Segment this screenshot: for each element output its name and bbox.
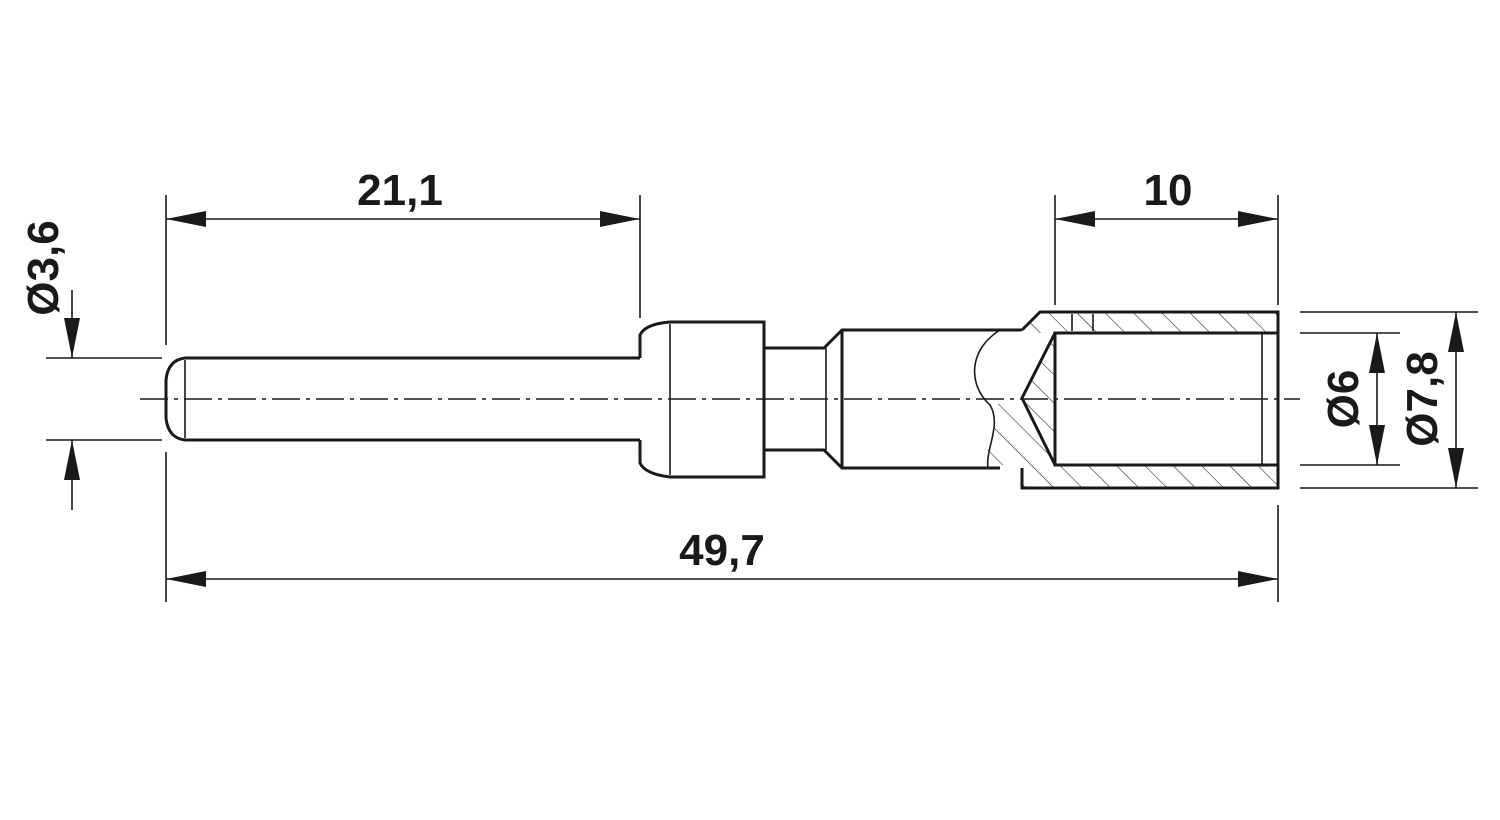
neck	[764, 328, 1022, 470]
socket-bore	[1053, 331, 1278, 467]
socket-hatch	[985, 312, 1278, 488]
dimension-bore-diameter: Ø6	[1319, 333, 1385, 465]
dim-label-bore-diameter: Ø6	[1319, 370, 1368, 429]
dim-label-socket-depth: 10	[1144, 166, 1193, 215]
dimension-pin-diameter: Ø3,6	[19, 220, 80, 510]
contact-pin-body	[140, 310, 1300, 490]
dim-label-pin-diameter: Ø3,6	[19, 220, 68, 315]
pin-shaft	[164, 356, 640, 442]
dimension-total-length: 49,7	[166, 526, 1278, 587]
dimension-outer-diameter: Ø7,8	[1398, 312, 1464, 488]
dim-label-total-length: 49,7	[679, 526, 765, 575]
dimension-pin-length: 21,1	[166, 166, 640, 227]
dim-label-pin-length: 21,1	[357, 166, 443, 215]
break-line	[973, 329, 1001, 469]
dim-label-outer-diameter: Ø7,8	[1398, 351, 1447, 446]
collar	[638, 320, 766, 479]
extension-lines	[46, 195, 1478, 602]
socket-cone	[1020, 332, 1057, 466]
socket-outline	[1020, 310, 1280, 490]
dimension-socket-depth: 10	[1055, 166, 1278, 227]
